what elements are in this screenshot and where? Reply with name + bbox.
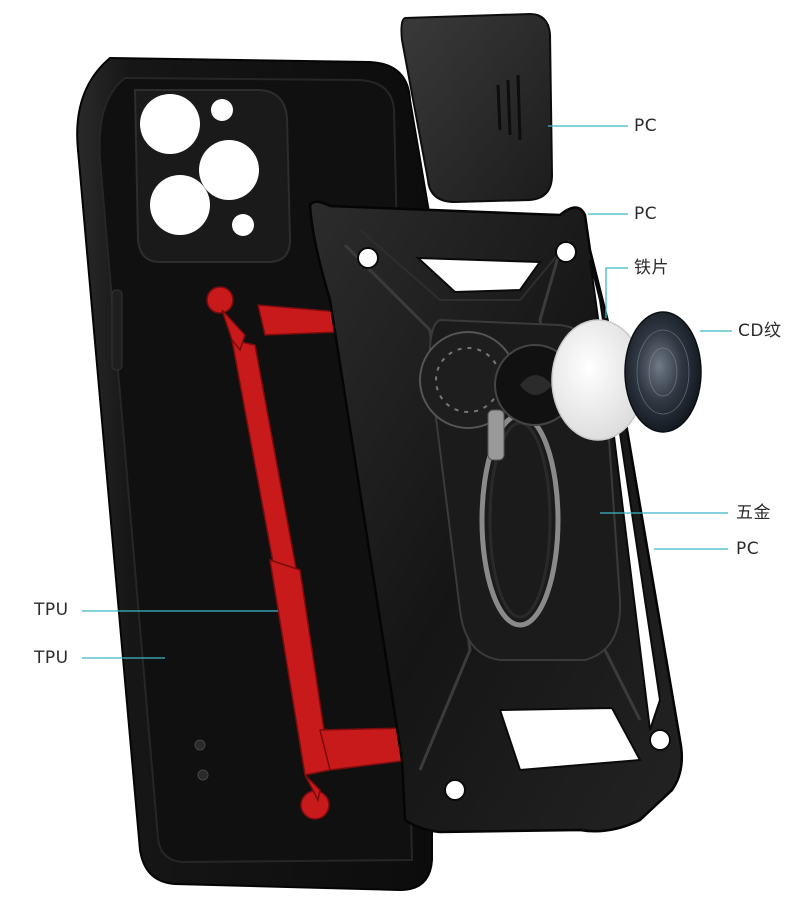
lens-hole-icon — [199, 140, 259, 200]
camera-slider — [400, 12, 554, 204]
screw-hole-icon — [649, 729, 671, 751]
callout-inner-tpu: TPU — [34, 600, 69, 620]
screw-hole-icon — [555, 241, 577, 263]
callout-camera-slider: PC — [634, 116, 658, 136]
leader-lines — [82, 125, 732, 659]
lens-hole-icon — [140, 94, 200, 154]
mic-hole-icon — [232, 214, 254, 236]
ring-holder — [419, 331, 576, 628]
callout-iron-plate: 铁片 — [634, 258, 669, 278]
callout-frame: PC — [736, 539, 760, 559]
callout-hardware: 五金 — [736, 503, 771, 523]
screw-hole-icon — [444, 779, 466, 801]
cd-pattern-disc — [624, 311, 702, 433]
callout-cd-pattern: CD纹 — [738, 321, 782, 341]
callout-slider-track: PC — [634, 204, 658, 224]
side-button-icon — [111, 289, 123, 371]
lens-hole-icon — [150, 175, 210, 235]
flash-hole-icon — [211, 99, 233, 121]
callout-outer-tpu: TPU — [34, 648, 69, 668]
screw-hole-icon — [357, 247, 379, 269]
